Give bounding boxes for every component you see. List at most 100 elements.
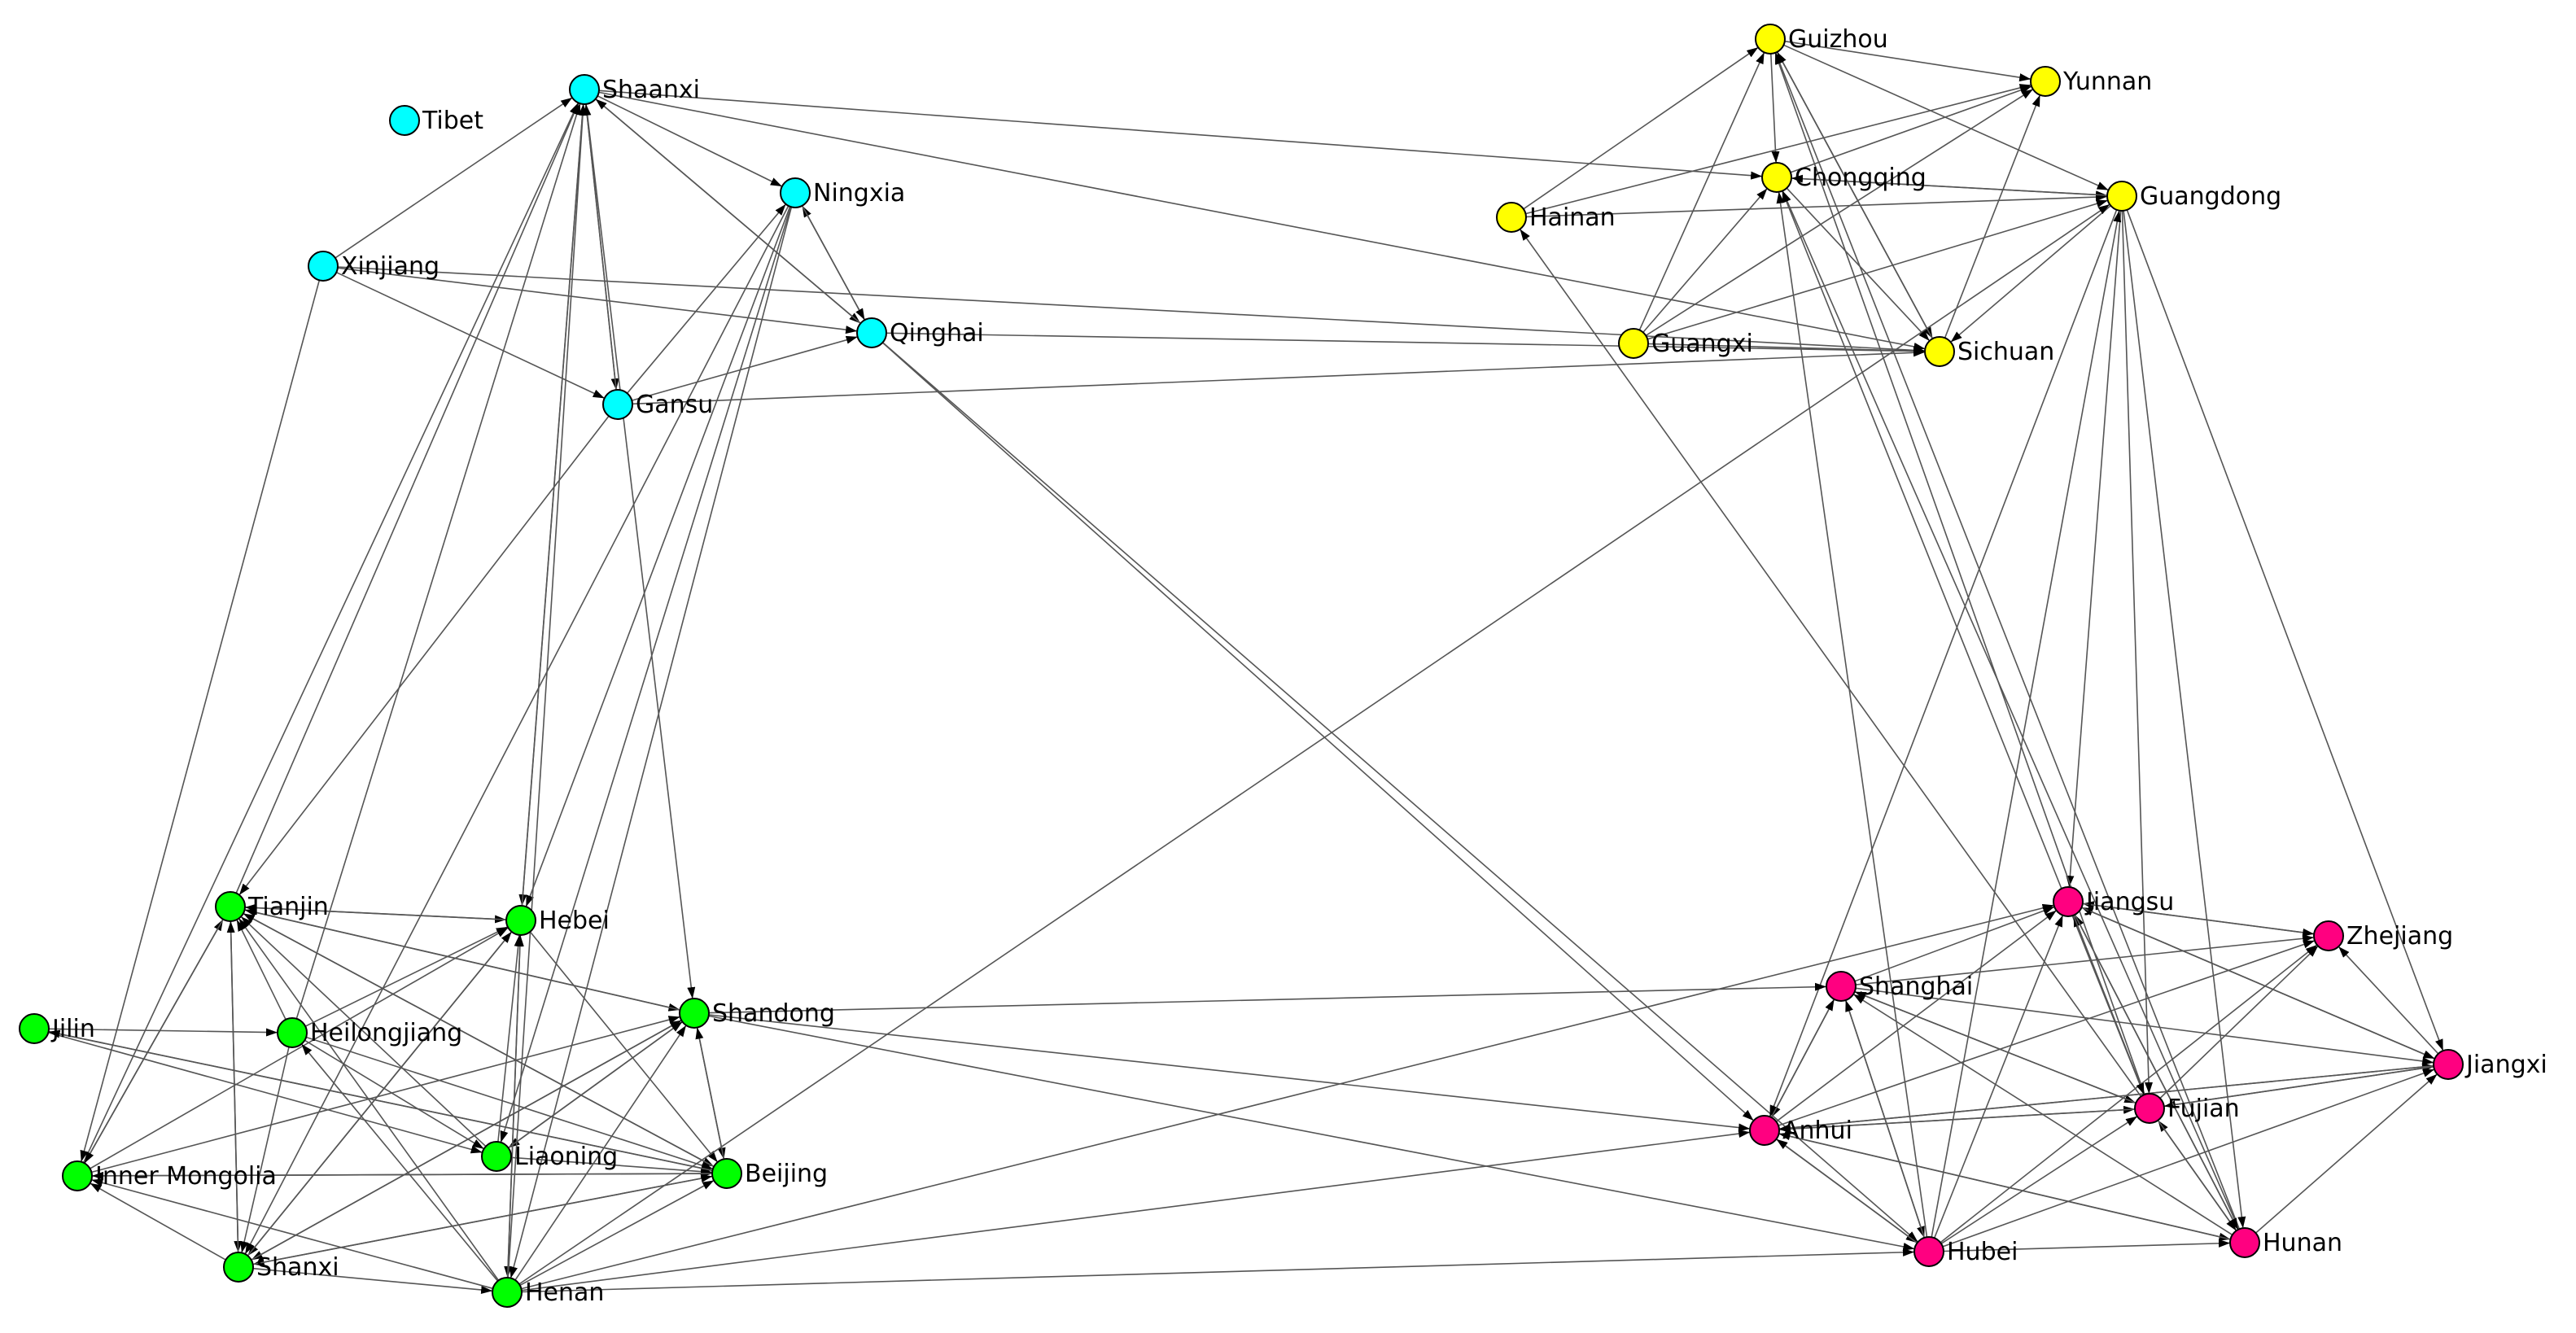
edge-qinghai-to-anhui <box>881 342 1754 1121</box>
edge-qinghai-to-sichuan <box>886 332 1925 356</box>
edge-gansu-to-ningxia <box>626 203 786 394</box>
node-label-heilongjiang: Heilongjiang <box>310 1019 462 1047</box>
edge-henan-to-heilongjiang <box>301 1043 499 1282</box>
edge-shandong-to-shanghai <box>708 982 1826 1014</box>
node-hubei: Hubei <box>1913 1236 2018 1267</box>
edge-shanghai-to-jiangsu <box>1854 906 2055 982</box>
edge-guangdong-to-anhui <box>1769 209 2118 1117</box>
node-label-hubei: Hubei <box>1947 1238 2018 1266</box>
edge-jiangsu-to-fujian <box>2072 915 2145 1095</box>
node-circle-ningxia <box>780 177 811 208</box>
edge-ningxia-to-hebei <box>525 206 791 907</box>
node-circle-yunnan <box>2030 66 2061 97</box>
edge-henan-to-beijing <box>519 1180 715 1287</box>
node-label-zhejiang: Zhejiang <box>2346 922 2453 951</box>
node-inner-mongolia: Inner Mongolia <box>62 1160 277 1191</box>
node-shanghai: Shanghai <box>1826 971 1973 1002</box>
node-circle-shandong <box>679 998 710 1029</box>
node-label-xinjiang: Xinjiang <box>341 252 440 281</box>
edge-hubei-to-jiangxi <box>1942 1069 2435 1248</box>
edge-hubei-to-fujian <box>1940 1116 2137 1244</box>
edge-shaanxi-to-chongqing <box>598 90 1763 180</box>
edge-heilongjiang-to-shaanxi <box>295 103 581 1020</box>
edge-hubei-to-zhejiang <box>1940 945 2317 1243</box>
edge-sichuan-to-yunnan <box>1944 94 2040 339</box>
edge-hubei-to-hunan <box>1943 1239 2230 1252</box>
edge-beijing-to-shandong <box>695 1027 725 1160</box>
edge-xinjiang-to-shaanxi <box>335 97 573 259</box>
node-circle-gansu <box>602 389 633 420</box>
node-zhejiang: Zhejiang <box>2313 920 2453 951</box>
node-label-hebei: Hebei <box>539 907 610 935</box>
edge-guangdong-to-hunan <box>2123 210 2246 1229</box>
edge-inner-mongolia-to-shaanxi <box>82 103 579 1164</box>
edge-heilongjiang-to-hebei <box>304 926 508 1027</box>
edge-heilongjiang-to-beijing <box>305 1036 713 1169</box>
edge-guangxi-to-chongqing <box>1642 188 1768 333</box>
node-label-ningxia: Ningxia <box>813 179 905 208</box>
edge-shanxi-to-tianjin <box>226 921 239 1253</box>
node-jilin: Jilin <box>19 1013 95 1044</box>
node-guangxi: Guangxi <box>1618 328 1753 359</box>
node-sichuan: Sichuan <box>1924 336 2054 367</box>
edge-fujian-to-zhejiang <box>2159 946 2319 1099</box>
edge-hainan-to-guizhou <box>1523 47 1759 210</box>
edge-shandong-to-tianjin <box>244 908 680 1011</box>
node-guangdong: Guangdong <box>2106 181 2281 212</box>
edge-shaanxi-to-shandong <box>585 103 696 999</box>
node-shaanxi: Shaanxi <box>569 74 700 105</box>
edge-shandong-to-hubei <box>708 1015 1915 1251</box>
edge-qinghai-to-hubei <box>882 342 1918 1243</box>
node-circle-shanxi <box>223 1252 254 1283</box>
edge-tianjin-to-inner-mongolia <box>84 919 224 1164</box>
node-circle-xinjiang <box>308 251 339 282</box>
node-circle-guangxi <box>1618 328 1649 359</box>
node-circle-fujian <box>2134 1093 2165 1124</box>
edge-hunan-to-jiangxi <box>2255 1073 2438 1234</box>
edge-henan-to-inner-mongolia <box>91 1178 493 1290</box>
node-label-tibet: Tibet <box>422 107 483 135</box>
edge-fujian-to-anhui <box>1779 1108 2136 1134</box>
edge-jiangsu-to-jiangxi <box>2081 907 2435 1060</box>
edge-henan-to-shaanxi <box>507 104 587 1278</box>
node-label-shandong: Shandong <box>712 999 835 1028</box>
node-label-shanghai: Shanghai <box>1859 972 1973 1001</box>
node-xinjiang: Xinjiang <box>308 251 440 282</box>
node-label-fujian: Fujian <box>2167 1095 2240 1123</box>
edge-henan-to-hubei <box>521 1248 1914 1293</box>
edge-henan-to-guangdong <box>518 204 2110 1285</box>
edge-shandong-to-anhui <box>708 1014 1751 1132</box>
edge-tianjin-to-shaanxi <box>235 103 579 894</box>
edge-ningxia-to-liaoning <box>500 206 792 1143</box>
node-label-anhui: Anhui <box>1782 1117 1852 1145</box>
node-tianjin: Tianjin <box>215 891 329 922</box>
edge-beijing-to-jilin <box>48 1029 713 1172</box>
edge-shanxi-to-henan <box>252 1267 493 1294</box>
node-circle-hainan <box>1496 202 1527 233</box>
edge-inner-mongolia-to-hebei <box>90 927 509 1169</box>
edge-jilin-to-heilongjiang <box>48 1028 278 1037</box>
edge-hubei-to-jiangsu <box>1933 915 2063 1239</box>
edge-xinjiang-to-sichuan <box>337 266 1925 355</box>
edge-guangdong-to-jiangsu <box>2066 210 2122 888</box>
node-circle-inner-mongolia <box>62 1160 93 1191</box>
edge-beijing-to-tianjin <box>243 913 715 1168</box>
edge-heilongjiang-to-liaoning <box>304 1039 484 1149</box>
edge-hunan-to-guizhou <box>1775 52 2241 1230</box>
edge-chongqing-to-yunnan <box>1790 85 2032 173</box>
node-hainan: Hainan <box>1496 202 1616 233</box>
edge-gansu-to-qinghai <box>632 335 858 401</box>
node-circle-liaoning <box>481 1141 512 1172</box>
edge-hebei-to-beijing <box>529 931 718 1163</box>
edge-fujian-to-guizhou <box>1774 52 2145 1095</box>
node-circle-jiangxi <box>2433 1049 2464 1080</box>
node-circle-zhejiang <box>2313 920 2344 951</box>
node-circle-hunan <box>2229 1227 2260 1258</box>
node-label-hunan: Hunan <box>2263 1229 2342 1257</box>
edge-shanxi-to-hebei <box>247 931 512 1257</box>
edge-fujian-to-shanghai <box>1854 991 2136 1104</box>
node-label-chongqing: Chongqing <box>1795 164 1927 192</box>
node-label-hainan: Hainan <box>1529 203 1616 232</box>
